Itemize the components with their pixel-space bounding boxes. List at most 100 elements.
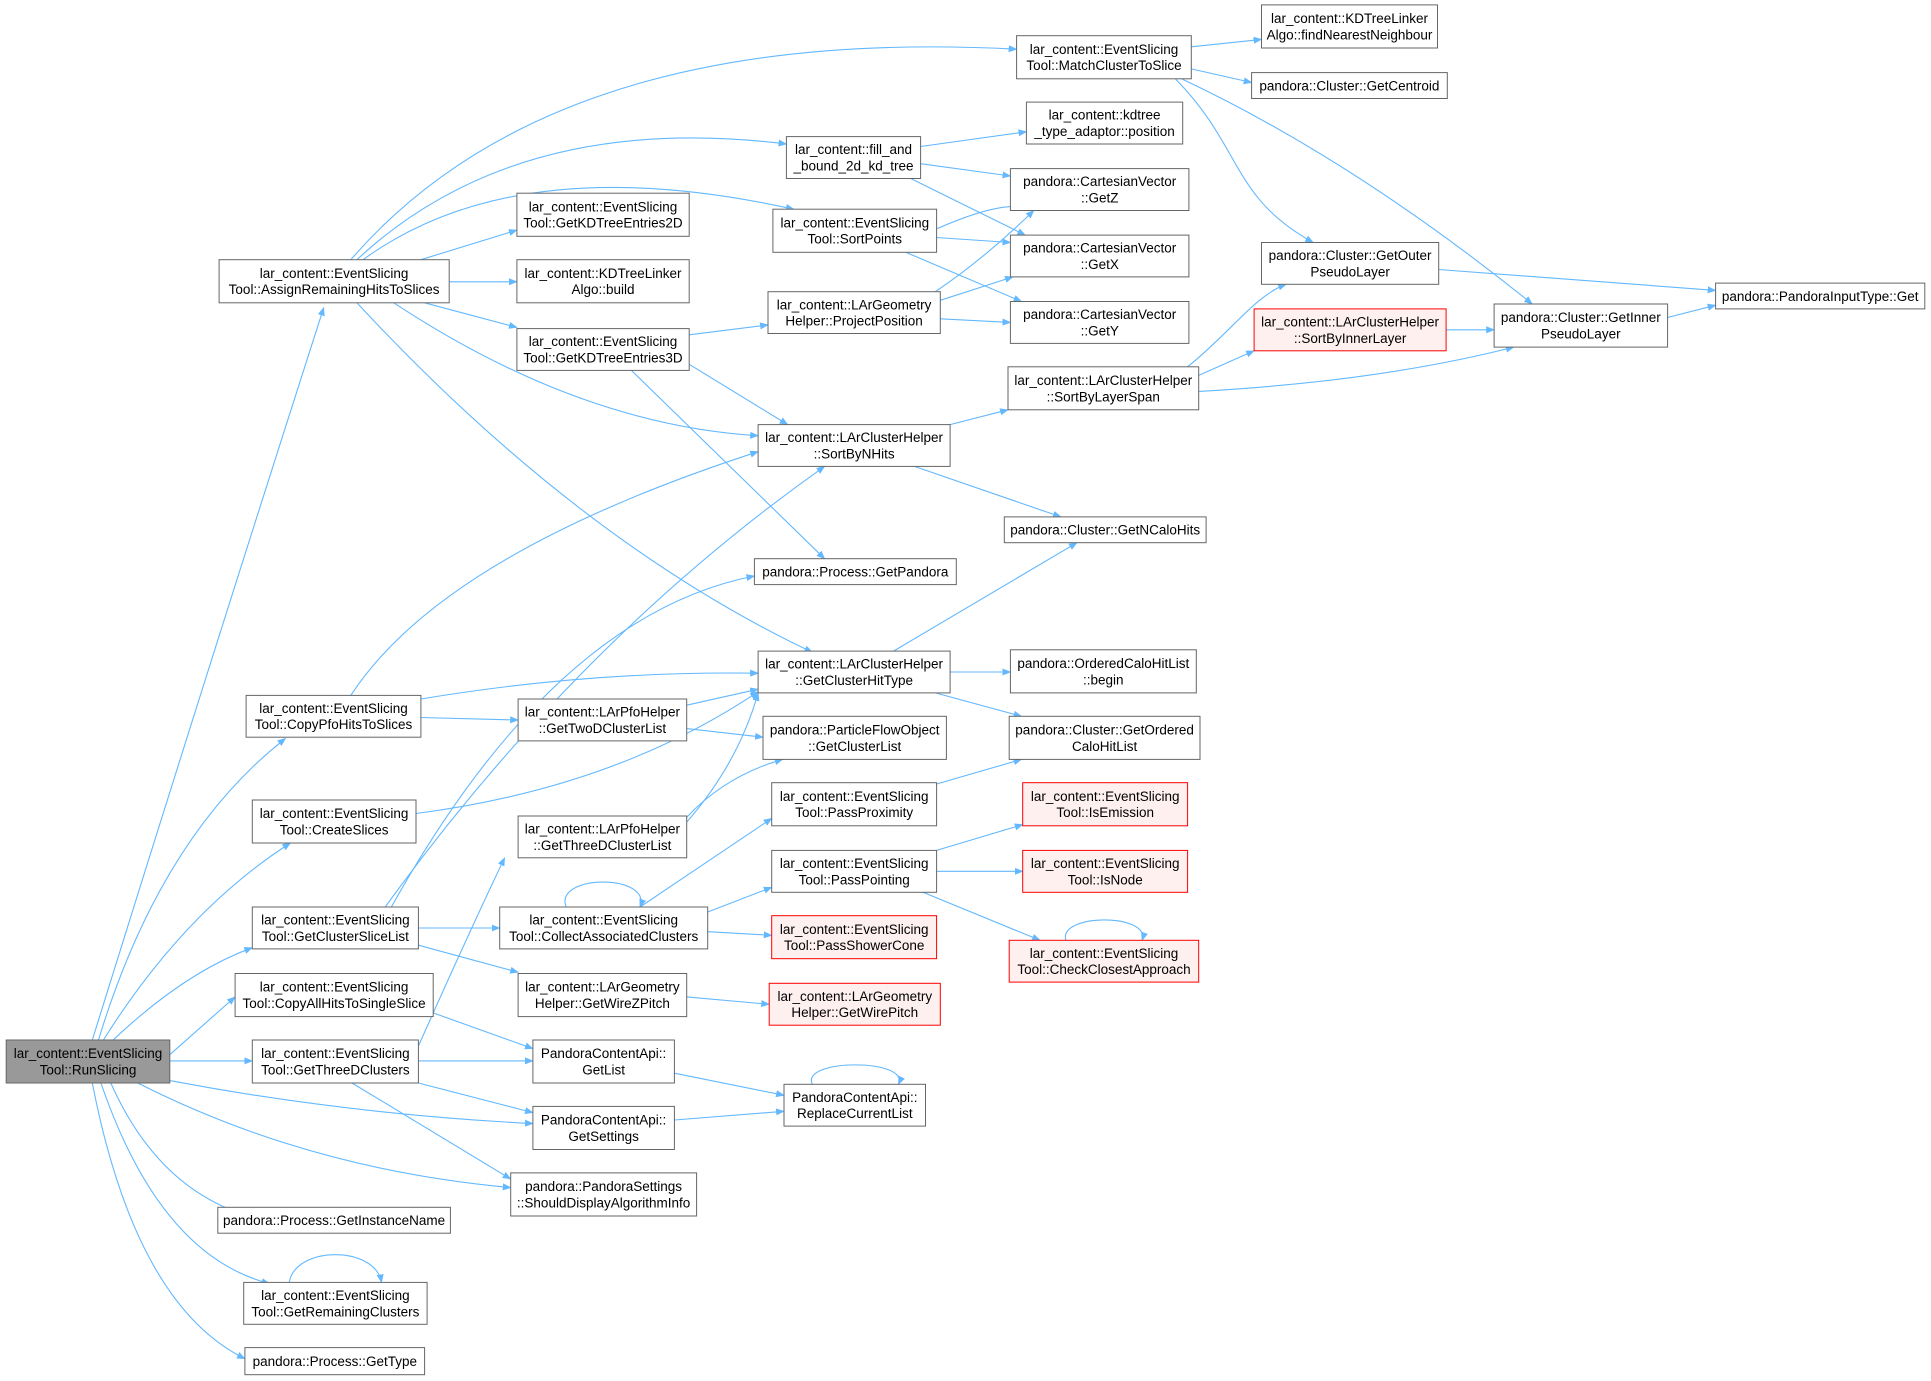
- node-copyall[interactable]: lar_content::EventSlicingTool::CopyAllHi…: [234, 973, 434, 1018]
- node-getkd3d[interactable]: lar_content::EventSlicingTool::GetKDTree…: [516, 328, 690, 371]
- node-projectpos[interactable]: lar_content::LArGeometryHelper::ProjectP…: [767, 291, 941, 335]
- node-label-line: lar_content::KDTreeLinker: [524, 266, 682, 281]
- edge-closest-to-closest: [1065, 919, 1148, 942]
- node-label-line: lar_content::EventSlicing: [260, 806, 409, 821]
- node-getcentroid[interactable]: pandora::Cluster::GetCentroid: [1251, 72, 1448, 99]
- node-twod[interactable]: lar_content::LArPfoHelper::GetTwoDCluste…: [517, 698, 688, 742]
- node-label-line: Tool::SortPoints: [808, 232, 903, 247]
- node-label-line: Tool::RunSlicing: [40, 1063, 137, 1078]
- edge-getkd3d-to-sortbynhits: [688, 363, 789, 426]
- node-box: [1009, 234, 1190, 278]
- node-collect[interactable]: lar_content::EventSlicingTool::CollectAs…: [499, 906, 709, 950]
- edge-collect-to-passpoint: [707, 886, 773, 913]
- node-sortbynhits[interactable]: lar_content::LArClusterHelper::SortByNHi…: [757, 424, 951, 467]
- node-wirepitch[interactable]: lar_content::LArGeometryHelper::GetWireP…: [768, 982, 941, 1026]
- node-createslices[interactable]: lar_content::EventSlicingTool::CreateSli…: [251, 799, 417, 844]
- node-match[interactable]: lar_content::EventSlicingTool::MatchClus…: [1016, 35, 1192, 80]
- node-getremaining[interactable]: lar_content::EventSlicingTool::GetRemain…: [243, 1281, 428, 1325]
- node-getkd2d[interactable]: lar_content::EventSlicingTool::GetKDTree…: [516, 192, 690, 237]
- edge-match-to-getouter: [1174, 78, 1314, 243]
- node-findnearest[interactable]: lar_content::KDTreeLinkerAlgo::findNeare…: [1261, 4, 1438, 49]
- node-label-line: lar_content::EventSlicing: [261, 1046, 410, 1061]
- edge-assign-to-sortpoints: [362, 186, 795, 261]
- edge-copypfo-to-sortbynhits: [350, 450, 759, 696]
- node-passpoint[interactable]: lar_content::EventSlicingTool::PassPoint…: [771, 849, 938, 893]
- node-label-line: ::GetClusterHitType: [795, 673, 913, 688]
- node-label-line: ::begin: [1083, 672, 1124, 687]
- edge-collect-to-passprox: [639, 817, 773, 908]
- node-box: [1008, 939, 1200, 983]
- node-passshower[interactable]: lar_content::EventSlicingTool::PassShowe…: [771, 915, 938, 960]
- node-wirezpitch[interactable]: lar_content::LArGeometryHelper::GetWireZ…: [517, 973, 688, 1018]
- edge-getthreed-to-shoulddisplay: [351, 1082, 512, 1180]
- node-getz[interactable]: pandora::CartesianVector::GetZ: [1009, 168, 1190, 212]
- node-box: [532, 1105, 675, 1151]
- node-box: [516, 192, 690, 237]
- node-getpandora[interactable]: pandora::Process::GetPandora: [753, 558, 957, 586]
- edge-createslices-to-clusterhittype: [415, 691, 759, 815]
- node-runslicing[interactable]: lar_content::EventSlicingTool::RunSlicin…: [5, 1039, 171, 1084]
- node-replacecurrent[interactable]: PandoraContentApi::ReplaceCurrentList: [783, 1083, 926, 1127]
- node-getx[interactable]: pandora::CartesianVector::GetX: [1009, 234, 1190, 278]
- edge-fillkd-to-getx: [910, 178, 1026, 236]
- node-getthreed[interactable]: lar_content::EventSlicingTool::GetThreeD…: [251, 1039, 419, 1084]
- node-box: [768, 982, 941, 1026]
- node-sortpoints[interactable]: lar_content::EventSlicingTool::SortPoint…: [772, 208, 938, 253]
- edge-sortpoints-to-gety: [905, 251, 1023, 303]
- node-orderedbegin[interactable]: pandora::OrderedCaloHitList::begin: [1009, 649, 1197, 694]
- node-clusterhittype[interactable]: lar_content::LArClusterHelper::GetCluste…: [757, 650, 951, 694]
- node-label-line: Tool::GetKDTreeEntries2D: [523, 216, 683, 231]
- node-gety[interactable]: pandora::CartesianVector::GetY: [1009, 301, 1190, 344]
- node-label-line: ::SortByLayerSpan: [1047, 389, 1160, 404]
- node-getncalohits[interactable]: pandora::Cluster::GetNCaloHits: [1003, 516, 1207, 544]
- node-assign[interactable]: lar_content::EventSlicingTool::AssignRem…: [218, 259, 450, 304]
- node-label-line: ::GetTwoDClusterList: [539, 721, 667, 736]
- node-sortbyinner[interactable]: lar_content::LArClusterHelper::SortByInn…: [1253, 308, 1447, 352]
- node-threedlist[interactable]: lar_content::LArPfoHelper::GetThreeDClus…: [517, 815, 688, 859]
- node-pfoclusterlist[interactable]: pandora::ParticleFlowObject::GetClusterL…: [762, 715, 947, 760]
- node-label-line: pandora::Cluster::GetCentroid: [1259, 78, 1439, 93]
- node-inputtypeget[interactable]: pandora::PandoraInputType::Get: [1715, 282, 1926, 310]
- node-label-line: Helper::ProjectPosition: [785, 314, 922, 329]
- node-label-line: Tool::CheckClosestApproach: [1017, 962, 1190, 977]
- node-box: [757, 424, 951, 467]
- node-fillkd[interactable]: lar_content::fill_and_bound_2d_kd_tree: [785, 136, 922, 180]
- node-label-line: Algo::build: [571, 282, 634, 297]
- node-box: [1025, 101, 1184, 145]
- edge-match-to-findnearest: [1191, 36, 1263, 48]
- node-box: [499, 906, 709, 950]
- node-shoulddisplay[interactable]: pandora::PandoraSettings::ShouldDisplayA…: [510, 1172, 698, 1217]
- node-closest[interactable]: lar_content::EventSlicingTool::CheckClos…: [1008, 939, 1200, 983]
- edge-assign-to-clusterhittype: [356, 302, 814, 653]
- node-gettype[interactable]: pandora::Process::GetType: [244, 1347, 426, 1376]
- node-getclusterslicelist[interactable]: lar_content::EventSlicingTool::GetCluste…: [251, 906, 419, 950]
- edge-assign-to-fillkd: [356, 137, 788, 261]
- node-copypfo[interactable]: lar_content::EventSlicingTool::CopyPfoHi…: [245, 694, 422, 738]
- node-box: [516, 259, 690, 304]
- node-kdposition[interactable]: lar_content::kdtree_type_adaptor::positi…: [1025, 101, 1184, 145]
- node-label-line: pandora::OrderedCaloHitList: [1017, 656, 1189, 671]
- node-label-line: Tool::CollectAssociatedClusters: [509, 929, 698, 944]
- edge-getkd3d-to-getpandora: [631, 370, 826, 560]
- node-label-line: ReplaceCurrentList: [797, 1106, 913, 1121]
- edge-runslicing-to-gettype: [91, 1082, 246, 1360]
- node-box: [251, 906, 419, 950]
- node-isemission[interactable]: lar_content::EventSlicingTool::IsEmissio…: [1022, 782, 1189, 827]
- node-label-line: ::GetThreeDClusterList: [533, 838, 671, 853]
- node-box: [243, 1281, 428, 1325]
- node-label-line: _type_adaptor::position: [1033, 124, 1174, 139]
- node-label-line: pandora::CartesianVector: [1023, 307, 1177, 322]
- node-getsettings[interactable]: PandoraContentApi::GetSettings: [532, 1105, 675, 1151]
- node-label-line: lar_content::EventSlicing: [529, 199, 678, 214]
- node-label-line: Tool::CopyAllHitsToSingleSlice: [243, 996, 426, 1011]
- node-getinstancename[interactable]: pandora::Process::GetInstanceName: [217, 1206, 451, 1234]
- node-passprox[interactable]: lar_content::EventSlicingTool::PassProxi…: [771, 782, 938, 827]
- node-getlist[interactable]: PandoraContentApi::GetList: [532, 1039, 675, 1084]
- node-sortbylayerspan[interactable]: lar_content::LArClusterHelper::SortByLay…: [1007, 366, 1200, 411]
